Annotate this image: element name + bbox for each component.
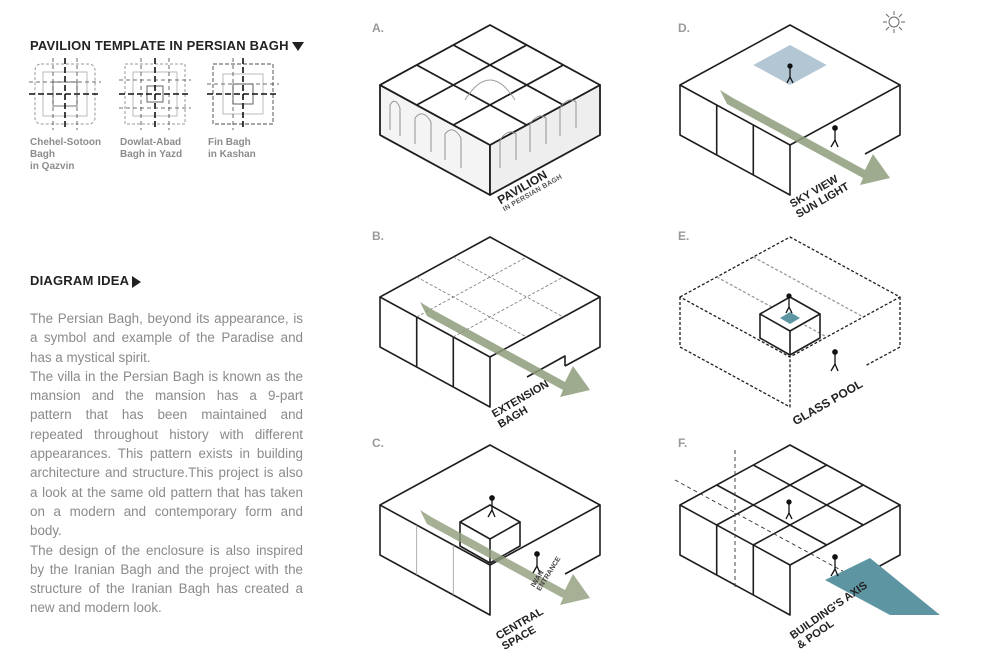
diagram-f-axis [674, 444, 940, 616]
person-icon-c2 [532, 551, 541, 574]
person-icon-f1 [785, 499, 793, 520]
triangle-down-icon [291, 42, 304, 52]
pavilion-heading-text: PAVILION TEMPLATE IN PERSIAN BAGH [30, 38, 289, 53]
diagram-letter-d: D. [678, 21, 690, 35]
diagram-letter-b: B. [372, 229, 384, 243]
diagram-description: The Persian Bagh, beyond its appearance,… [30, 309, 303, 618]
plan-caption-1-line2: Bagh [30, 149, 55, 160]
person-icon-d2 [830, 125, 839, 148]
description-paragraph-3: The design of the enclosure is also insp… [30, 542, 303, 616]
plan-caption-1-line1: Chehel-Sotoon [30, 137, 102, 148]
plan-caption-1-line3: in Qazvin [30, 161, 75, 172]
plan-caption-2: Dowlat-Abad Bagh in Yazd [120, 137, 182, 161]
person-icon-c1 [487, 495, 496, 518]
axis-arrow-b [420, 302, 590, 397]
diagram-e-glasspool [679, 236, 901, 408]
dowlat-abad-plan-icon [119, 58, 191, 130]
glass-pool-e [780, 312, 800, 324]
sun-icon [883, 11, 905, 33]
person-icon-f2 [830, 554, 839, 577]
diagram-heading-text: DIAGRAM IDEA [30, 273, 130, 288]
diagram-c-central [379, 444, 601, 616]
diagram-a-pavilion [379, 24, 601, 196]
plan-caption-3-line2: in Kashan [208, 149, 256, 160]
diagram-b-extension [379, 236, 601, 408]
plan-caption-2-line2: Bagh in Yazd [120, 149, 183, 160]
triangle-right-icon [132, 275, 142, 288]
person-icon-d1 [786, 63, 794, 84]
diagram-d-skyview [679, 24, 901, 196]
person-icon-e1 [785, 293, 793, 314]
plan-caption-3-line1: Fin Bagh [208, 137, 251, 148]
description-paragraph-2: The villa in the Persian Bagh is known a… [30, 368, 303, 539]
axis-arrow-c [420, 510, 590, 605]
axis-arrow-d [720, 90, 890, 185]
diagram-idea-heading: DIAGRAM IDEA [30, 273, 142, 288]
diagram-letter-e: E. [678, 229, 690, 243]
pavilion-heading: PAVILION TEMPLATE IN PERSIAN BAGH [30, 38, 304, 53]
diagram-letter-c: C. [372, 436, 384, 450]
fin-bagh-plan-icon [207, 58, 279, 130]
plan-caption-2-line1: Dowlat-Abad [120, 137, 182, 148]
plan-caption-3: Fin Bagh in Kashan [208, 137, 256, 161]
plan-caption-1: Chehel-Sotoon Bagh in Qazvin [30, 137, 101, 173]
description-paragraph-1: The Persian Bagh, beyond its appearance,… [30, 311, 303, 365]
diagram-letter-f: F. [678, 436, 688, 450]
pool-f [825, 558, 940, 615]
person-icon-e2 [830, 349, 839, 372]
diagram-letter-a: A. [372, 21, 384, 35]
chehel-sotoon-plan-icon [29, 58, 101, 130]
